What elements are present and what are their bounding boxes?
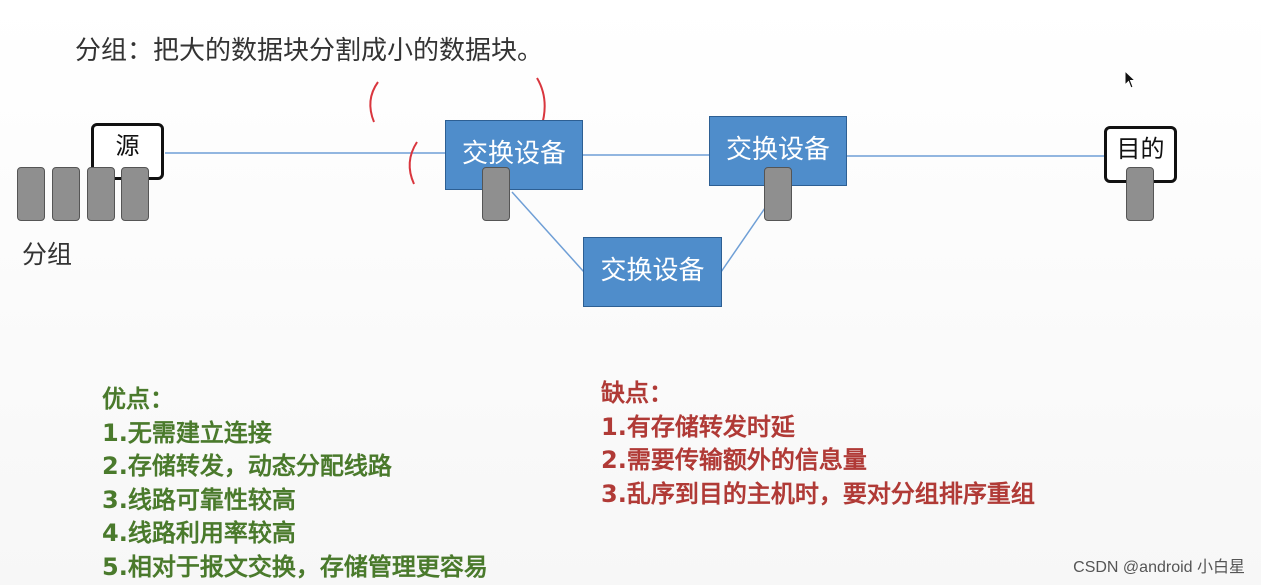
- switch-3: 交换设备: [583, 237, 722, 307]
- cons-item-2: 2.需要传输额外的信息量: [601, 446, 867, 474]
- switch-1-label: 交换设备: [461, 139, 566, 169]
- cons-item-3: 3.乱序到目的主机时，要对分组排序重组: [601, 479, 1035, 508]
- destination-label: 目的: [1116, 135, 1165, 163]
- packet-1: [17, 167, 45, 221]
- packet-4: [121, 167, 149, 221]
- pros-list: 优点： 1.无需建立连接 2.存储转发，动态分配线路 3.线路可靠性较高 4.线…: [102, 383, 488, 584]
- link-switch1-switch3: [511, 191, 585, 273]
- cons-heading: 缺点：: [601, 379, 673, 407]
- packet-at-switch-2: [764, 167, 792, 221]
- pros-item-3: 3.线路可靠性较高: [102, 485, 296, 514]
- cons-list: 缺点： 1.有存储转发时延 2.需要传输额外的信息量 3.乱序到目的主机时，要对…: [601, 377, 1035, 511]
- packet-at-switch-1: [482, 167, 510, 221]
- link-switch3-switch2: [720, 207, 766, 273]
- packet-at-destination: [1126, 167, 1154, 221]
- pros-heading: 优点：: [102, 385, 174, 413]
- switch-1: 交换设备: [445, 120, 583, 190]
- watermark: CSDN @android 小白星: [1073, 559, 1245, 576]
- pros-item-2: 2.存储转发，动态分配线路: [102, 452, 392, 480]
- annotation-bracket-3: [408, 141, 418, 185]
- cons-item-1: 1.有存储转发时延: [601, 412, 795, 441]
- annotation-bracket-1: [369, 81, 379, 123]
- packets-label: 分组: [22, 240, 73, 269]
- switch-3-label: 交换设备: [600, 256, 705, 286]
- pros-item-1: 1.无需建立连接: [102, 418, 272, 447]
- switch-2-label: 交换设备: [725, 135, 830, 165]
- mouse-cursor-icon: [1124, 70, 1137, 89]
- packet-2: [52, 167, 80, 221]
- pros-item-4: 4.线路利用率较高: [102, 519, 296, 547]
- source-label: 源: [115, 132, 140, 160]
- packet-3: [87, 167, 115, 221]
- page-title: 分组：把大的数据块分割成小的数据块。: [75, 36, 544, 66]
- pros-item-5: 5.相对于报文交换，存储管理更容易: [102, 552, 488, 581]
